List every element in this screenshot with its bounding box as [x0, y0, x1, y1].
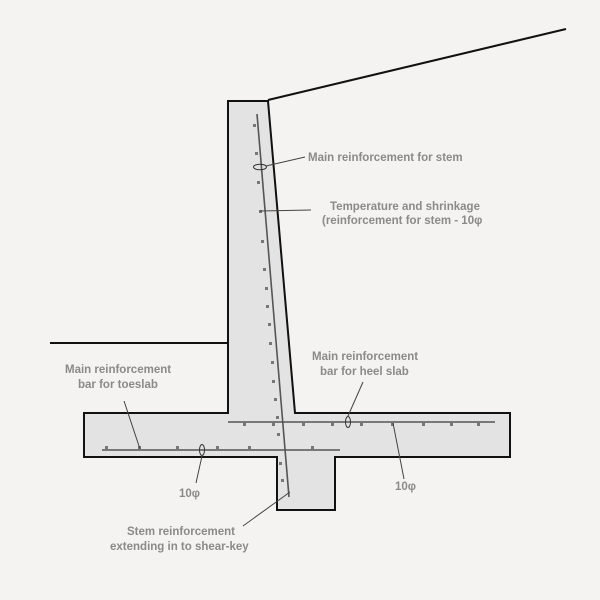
label-stem-main-reinforcement: Main reinforcement for stem	[308, 152, 463, 164]
leader-toe-dia	[195, 455, 203, 484]
leader-heel-bar	[347, 381, 364, 417]
label-toe-slab-bar-2: bar for toeslab	[78, 379, 158, 391]
label-heel-slab-bar: Main reinforcement	[312, 351, 418, 363]
leader-temp-shrinkage	[259, 209, 312, 212]
label-toe-bar-diameter: 10φ	[179, 488, 200, 500]
label-shear-key-reinforcement-2: extending in to shear-key	[110, 541, 249, 553]
stem-bar-marker	[253, 163, 267, 171]
leader-stem-main	[265, 156, 306, 167]
label-heel-bar-diameter: 10φ	[395, 481, 416, 493]
label-temperature-shrinkage: Temperature and shrinkage	[330, 201, 480, 213]
heel-bar-marker	[345, 416, 351, 428]
backfill-slope-line	[267, 28, 567, 101]
leader-heel-dia	[392, 422, 405, 480]
label-heel-slab-bar-2: bar for heel slab	[320, 366, 409, 378]
leader-toe-bar	[123, 400, 141, 450]
label-temperature-shrinkage-2: (reinforcement for stem - 10φ	[322, 215, 482, 227]
heel-distribution-bars	[243, 423, 480, 426]
stem-distribution-bars	[253, 124, 284, 482]
toe-bar-marker	[199, 444, 205, 456]
label-shear-key-reinforcement: Stem reinforcement	[127, 526, 235, 538]
leader-shear-key	[242, 491, 291, 527]
wall-concrete-section	[83, 100, 511, 511]
stem-main-bar	[256, 113, 290, 498]
label-toe-slab-bar: Main reinforcement	[65, 364, 171, 376]
